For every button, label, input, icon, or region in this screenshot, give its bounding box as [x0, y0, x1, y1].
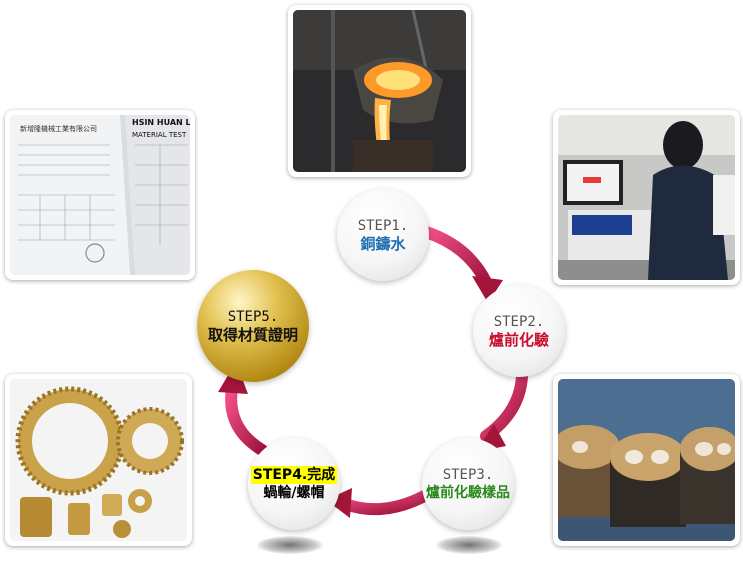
- certificate-header-text: HSIN HUAN LUNG: [132, 118, 190, 127]
- photo-spectrometer-analysis: [553, 110, 740, 285]
- certificate-subheader-text: MATERIAL TEST: [132, 131, 187, 139]
- photo-pouring-copper: [288, 5, 471, 177]
- step3-name: 爐前化驗樣品: [426, 484, 510, 501]
- arrow-step3-to-step4: [326, 488, 434, 518]
- step4-label: STEP4.完成: [250, 466, 338, 484]
- arrow-step1-to-step2: [420, 226, 503, 303]
- step2-name: 爐前化驗: [488, 330, 549, 349]
- photo-material-certificate: 新增隆機械工業有限公司 HSIN HUAN LUNG MATERIAL TEST: [5, 110, 195, 280]
- step3-label: STEP3.: [442, 466, 494, 483]
- step1-bubble: STEP1. 銅鑄水: [337, 189, 429, 281]
- step1-label: STEP1.: [357, 217, 409, 234]
- bubble-shadow: [257, 536, 323, 554]
- step4-bubble: STEP4.完成 蝸輪/螺帽: [248, 438, 340, 530]
- step2-bubble: STEP2. 爐前化驗: [473, 285, 565, 377]
- step2-label: STEP2.: [493, 313, 545, 330]
- photo-worm-gears-nuts: [5, 374, 192, 546]
- bubble-shadow: [436, 536, 502, 554]
- step5-name: 取得材質證明: [207, 325, 298, 344]
- photo-test-samples: [553, 374, 740, 546]
- step1-name: 銅鑄水: [360, 234, 406, 253]
- step5-bubble: STEP5. 取得材質證明: [197, 270, 309, 382]
- step4-name: 蝸輪/螺帽: [263, 485, 325, 501]
- step5-label: STEP5.: [227, 308, 279, 325]
- certificate-company-text: 新增隆機械工業有限公司: [20, 124, 97, 133]
- step3-bubble: STEP3. 爐前化驗樣品: [422, 438, 514, 530]
